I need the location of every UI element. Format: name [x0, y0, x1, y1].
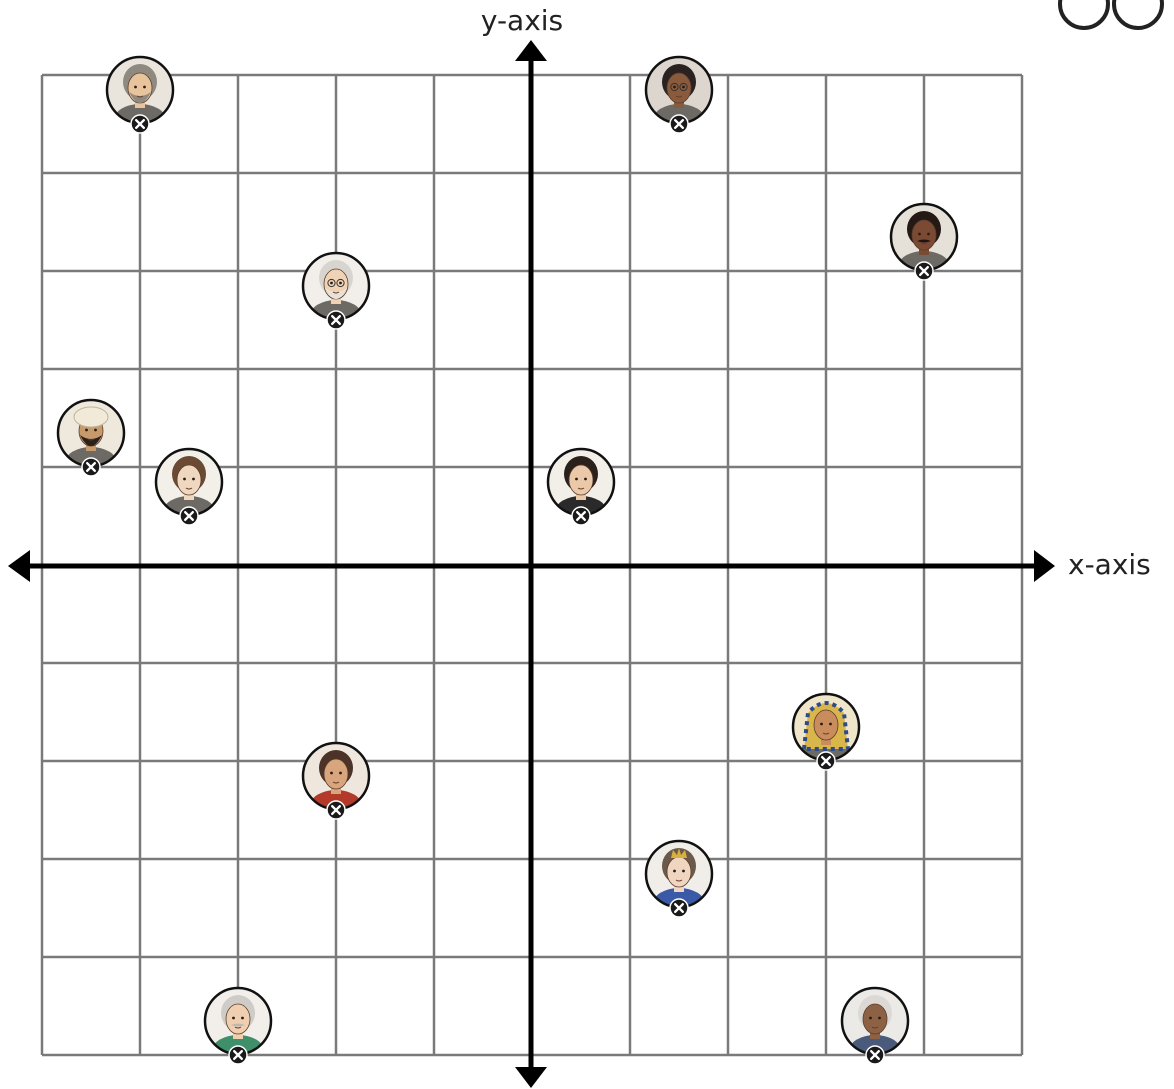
data-point	[645, 56, 713, 136]
point-marker-x-icon	[180, 507, 198, 525]
axes: y-axis x-axis	[8, 4, 1151, 1088]
point-marker-x-icon	[327, 311, 345, 329]
point-marker-x-icon	[131, 115, 149, 133]
data-point	[547, 448, 615, 528]
point-marker-x-icon	[327, 801, 345, 819]
corner-decoration	[1060, 0, 1162, 28]
y-axis-arrow-top	[515, 40, 547, 61]
point-marker-x-icon	[670, 899, 688, 917]
data-point	[106, 56, 174, 136]
x-axis-label: x-axis	[1068, 548, 1151, 581]
point-marker-x-icon	[229, 1046, 247, 1064]
point-marker-x-icon	[817, 752, 835, 770]
data-point	[302, 742, 370, 822]
y-axis-label: y-axis	[481, 4, 563, 37]
x-axis-arrow-left	[8, 550, 30, 582]
data-point	[302, 252, 370, 332]
point-marker-x-icon	[866, 1046, 884, 1064]
point-marker-x-icon	[572, 507, 590, 525]
y-axis-arrow-bottom	[515, 1067, 547, 1088]
point-marker-x-icon	[670, 115, 688, 133]
point-marker-x-icon	[915, 262, 933, 280]
plotted-points	[57, 56, 958, 1067]
data-point	[155, 448, 223, 528]
x-axis-arrow-right	[1034, 550, 1055, 582]
point-marker-x-icon	[82, 458, 100, 476]
data-point	[645, 840, 713, 920]
